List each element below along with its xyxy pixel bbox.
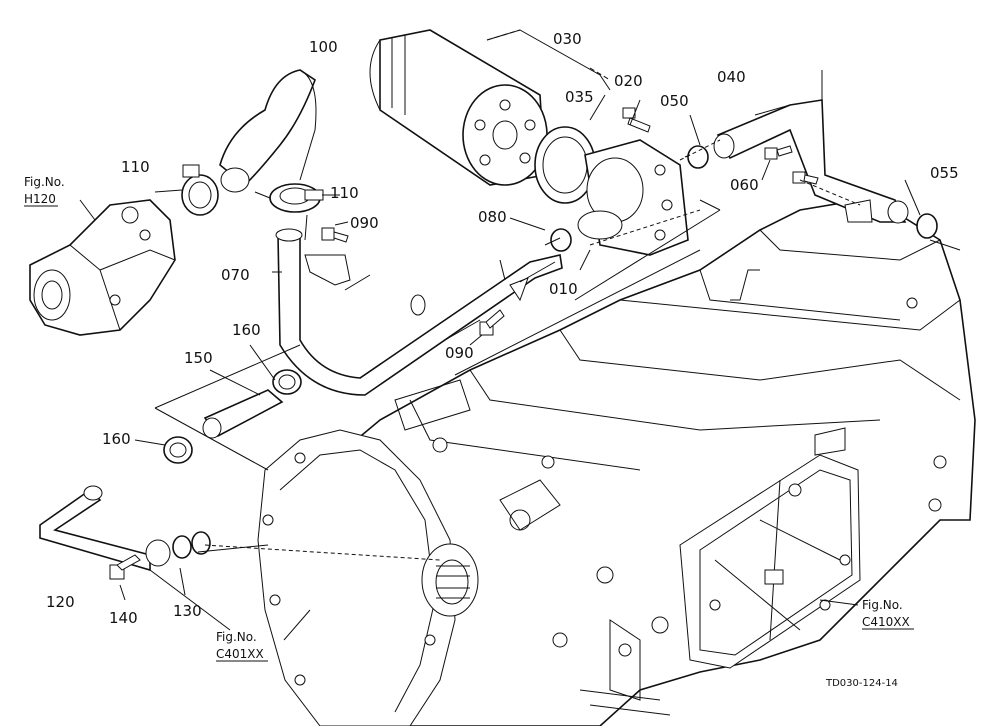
label-150: 150 <box>184 349 213 367</box>
gasket-035 <box>534 126 596 204</box>
label-055: 055 <box>930 164 959 182</box>
hose-150 <box>202 389 284 439</box>
bolts-060 <box>764 145 819 185</box>
oil-filter <box>369 29 548 186</box>
figure-reference-c410[interactable]: Fig.No. C410XX <box>862 598 914 630</box>
hose-100 <box>219 69 317 193</box>
label-160-upper: 160 <box>232 321 261 339</box>
label-030: 030 <box>553 30 582 48</box>
label-130: 130 <box>173 602 202 620</box>
clamp-160-upper <box>272 369 302 395</box>
pipe-120 <box>39 485 171 572</box>
clamp-160-lower <box>163 436 193 464</box>
label-040: 040 <box>717 68 746 86</box>
label-035: 035 <box>565 88 594 106</box>
label-020: 020 <box>614 72 643 90</box>
label-070: 070 <box>221 266 250 284</box>
fig-h120-code: H120 <box>24 192 56 206</box>
drawing-code: TD030-124-14 <box>825 678 898 689</box>
label-100: 100 <box>309 38 338 56</box>
label-120: 120 <box>46 593 75 611</box>
bolt-090-lower <box>479 309 505 336</box>
label-110-right: 110 <box>330 184 359 202</box>
bolt-090-upper <box>321 227 349 243</box>
clamp-110-left <box>181 164 219 216</box>
bracket-070 <box>304 254 351 286</box>
bolt-020 <box>622 107 651 133</box>
o-ring-055 <box>916 213 938 239</box>
label-090-lower: 090 <box>445 344 474 362</box>
fig-c401-prefix: Fig.No. <box>216 630 257 644</box>
label-080: 080 <box>478 208 507 226</box>
o-ring-050 <box>687 145 709 169</box>
fig-c410-code: C410XX <box>862 615 910 629</box>
filter-head <box>577 139 689 256</box>
bolt-140 <box>109 554 141 580</box>
clamp-110-right <box>269 183 324 213</box>
transmission-housing <box>257 199 976 726</box>
leader-lines <box>79 29 961 641</box>
label-110-left: 110 <box>121 158 150 176</box>
fig-h120-prefix: Fig.No. <box>24 175 65 189</box>
fig-c410-prefix: Fig.No. <box>862 598 903 612</box>
pipe-040 <box>713 99 909 224</box>
fig-c401-code: C401XX <box>216 647 264 661</box>
label-050: 050 <box>660 92 689 110</box>
figure-reference-h120[interactable]: Fig.No. H120 <box>24 175 65 207</box>
figure-reference-c401[interactable]: Fig.No. C401XX <box>216 630 268 662</box>
label-010: 010 <box>549 280 578 298</box>
part-labels: 100 030 020 040 035 050 110 110 090 080 … <box>46 30 959 627</box>
label-140: 140 <box>109 609 138 627</box>
label-060: 060 <box>730 176 759 194</box>
hydraulic-pump <box>29 199 176 336</box>
label-160-lower: 160 <box>102 430 131 448</box>
label-090-upper: 090 <box>350 214 379 232</box>
o-ring-080 <box>550 228 572 252</box>
o-rings-130 <box>172 531 211 559</box>
pipe-070 <box>275 228 563 396</box>
